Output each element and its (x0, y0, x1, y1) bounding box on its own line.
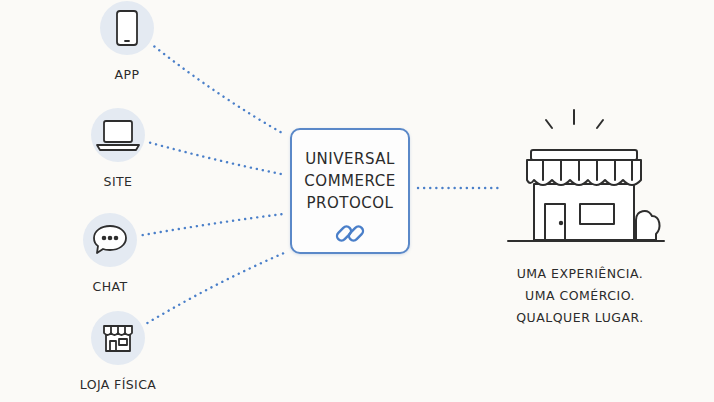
channel-label: CHAT (50, 279, 170, 294)
channel-circle: CHAT (83, 213, 137, 267)
phone-icon (117, 11, 137, 45)
link-icon (335, 225, 365, 243)
chat-icon (94, 226, 126, 253)
dotted-connector (154, 46, 285, 134)
protocol-title: UNIVERSAL COMMERCE PROTOCOL (298, 148, 402, 214)
channel-label: SITE (58, 174, 178, 189)
tagline-text: UMA EXPERIÊNCIA. UMA COMÉRCIO. QUALQUER … (510, 263, 650, 329)
channel-label: LOJA FÍSICA (58, 377, 178, 392)
channel-label: APP (67, 67, 187, 82)
store-node: UMA EXPERIÊNCIA. UMA COMÉRCIO. QUALQUER … (500, 105, 660, 335)
laptop-icon (97, 121, 139, 150)
storefront-illustration (508, 110, 664, 241)
dotted-connector (150, 143, 284, 175)
channel-circle: SITE (91, 108, 145, 162)
dotted-connector (143, 214, 284, 235)
channel-circle: LOJA FÍSICA (91, 311, 145, 365)
store-icon (104, 326, 132, 351)
dotted-connector (147, 253, 284, 323)
dotted-connector (418, 187, 500, 189)
protocol-box: UNIVERSAL COMMERCE PROTOCOL (290, 128, 410, 254)
channel-circle: APP (100, 1, 154, 55)
